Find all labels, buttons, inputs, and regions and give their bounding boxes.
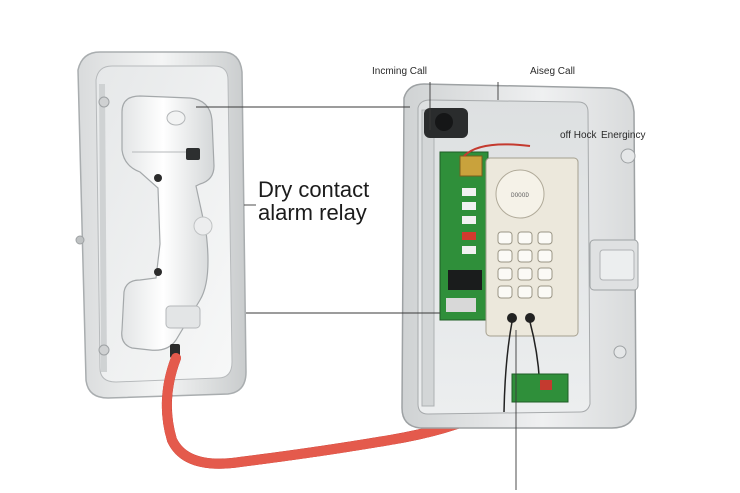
- handset: [121, 95, 215, 358]
- title-line-1: Dry contact: [258, 177, 370, 202]
- label-aiseg-call: Aiseg Call: [530, 66, 576, 77]
- keypad-module: DOOOD: [485, 157, 579, 337]
- control-box: DOOOD: [401, 83, 639, 429]
- label-incoming-call: Incming Call: [372, 66, 428, 77]
- label-off-hook: off Hock: [560, 130, 597, 141]
- label-emergency: Energincy: [601, 130, 646, 141]
- speaker-grille-text: DOOOD: [511, 192, 529, 199]
- title-line-2: alarm relay: [258, 200, 367, 225]
- pcb-components: [446, 155, 483, 312]
- callout-lines: [196, 82, 517, 490]
